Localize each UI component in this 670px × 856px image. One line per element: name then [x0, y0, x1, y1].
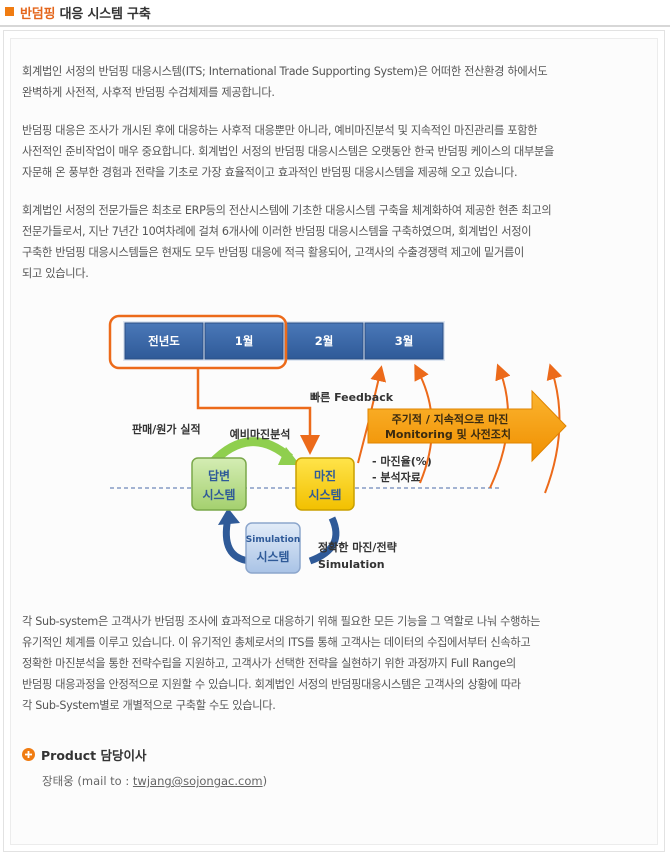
simulation-loop-right: [308, 516, 340, 565]
sales-cost-label: 판매/원가 실적: [132, 422, 201, 436]
contact-line: 장태웅 (mail to : twjang@sojongac.com): [42, 773, 267, 789]
paragraph-line: 각 Sub-System별로 개별적으로 구축할 수도 있습니다.: [22, 699, 276, 712]
margin-rate-label: - 마진율(%): [372, 454, 432, 468]
prelim-arrowhead: [278, 447, 300, 465]
simulation-loop-arrowhead: [218, 508, 240, 525]
feedback-label: 빠른 Feedback: [310, 390, 394, 404]
experts-paragraph: 회계법인 서정의 전문가들은 최초로 ERP등의 전산시스템에 기초한 대응시스…: [22, 200, 642, 284]
paragraph-line: 자문해 온 풍부한 경험과 전략을 기초로 가장 효율적이고 효과적인 반덤핑 …: [22, 166, 518, 179]
content-panel: [3, 30, 665, 852]
intro-paragraph: 회계법인 서정의 반덤핑 대응시스템(ITS; International Tr…: [22, 61, 642, 103]
monitoring-arrow-text: Monitoring 및 사전조치: [385, 427, 511, 441]
paragraph-line: 구축한 반덤핑 대응시스템들은 현재도 모두 반덤핑 대응에 적극 활용되어, …: [22, 246, 524, 259]
timeline-label: 2월: [315, 334, 334, 348]
timeline-cell-jan: [204, 322, 284, 360]
page-title: 반덤핑 대응 시스템 구축: [20, 7, 151, 22]
timeline-cell-prev-year: [124, 322, 204, 360]
paragraph-line: 반덤핑 대응과정을 안정적으로 지원할 수 있습니다. 회계법인 서정의 반덤핑…: [22, 678, 521, 691]
paragraph-line: 되고 있습니다.: [22, 267, 89, 280]
header-divider: [0, 25, 670, 27]
prelim-arc-arrow: [208, 437, 293, 467]
timeline-label: 1월: [235, 334, 254, 348]
answer-system-label: 답변: [208, 468, 230, 483]
answer-system-label: 시스템: [202, 487, 235, 502]
exact-margin-label: 정확한 마진/전략: [318, 540, 397, 554]
paragraph-line: 완벽하게 사전적, 사후적 반덤핑 수검체제를 제공합니다.: [22, 86, 275, 99]
margin-system-box: [295, 457, 355, 511]
simulation-system-box: [245, 522, 301, 574]
paragraph-line: 각 Sub-system은 고객사가 반덤핑 조사에 효과적으로 대응하기 위해…: [22, 615, 541, 628]
paragraph-line: 회계법인 서정의 전문가들은 최초로 ERP등의 전산시스템에 기초한 대응시스…: [22, 204, 552, 217]
response-paragraph: 반덤핑 대응은 조사가 개시된 후에 대응하는 사후적 대응뿐만 아니라, 예비…: [22, 120, 642, 183]
contact-suffix: ): [262, 774, 268, 788]
paragraph-line: 유기적인 체계를 이루고 있습니다. 이 유기적인 총체로서의 ITS를 통해 …: [22, 636, 531, 649]
paragraph-line: 사전적인 준비작업이 매우 중요합니다. 회계법인 서정의 반덤핑 대응시스템은…: [22, 145, 554, 158]
plus-circle-icon: [22, 748, 35, 761]
prelim-label: 예비마진분석: [230, 427, 291, 441]
page-header: 반덤핑 대응 시스템 구축: [0, 0, 670, 27]
timeline-cell-mar: [364, 322, 444, 360]
subsystem-paragraph: 각 Sub-system은 고객사가 반덤핑 조사에 효과적으로 대응하기 위해…: [22, 611, 642, 716]
bullet-square-icon: [5, 7, 14, 16]
exact-simulation-label: Simulation: [318, 558, 385, 571]
paragraph-line: 반덤핑 대응은 조사가 개시된 후에 대응하는 사후적 대응뿐만 아니라, 예비…: [22, 124, 538, 137]
monitoring-arrow-text: 주기적 / 지속적으로 마진: [392, 412, 509, 426]
simulation-system-label: Simulation: [246, 535, 301, 545]
timeline-cell-feb: [284, 322, 364, 360]
simulation-system-label: 시스템: [256, 549, 289, 564]
paragraph-line: 전문가들로서, 지난 7년간 10여차례에 걸쳐 6개사에 이러한 반덤핑 대응…: [22, 225, 532, 238]
timeline-label: 전년도: [148, 334, 180, 348]
margin-system-label: 시스템: [308, 487, 341, 502]
contact-name: 장태웅 (mail to :: [42, 774, 133, 788]
monitoring-arrow: [367, 389, 567, 463]
margin-system-label: 마진: [314, 468, 336, 483]
answer-system-box: [191, 457, 247, 511]
timeline: 전년도 1월 2월 3월: [108, 314, 445, 370]
paragraph-line: 정확한 마진분석을 통한 전략수립을 지원하고, 고객사가 선택한 전략을 실현…: [22, 657, 516, 670]
contact-title: Product 담당이사: [41, 748, 147, 763]
its-diagram: 전년도 1월 2월 3월 판매/원가 실적 예비마진분석 답변 시스템 마진 시…: [108, 314, 567, 574]
contact-email-link[interactable]: twjang@sojongac.com: [132, 774, 263, 788]
data-flow-arrow: [196, 368, 320, 455]
analysis-label: - 분석자료: [372, 470, 421, 484]
paragraph-line: 회계법인 서정의 반덤핑 대응시스템(ITS; International Tr…: [22, 65, 548, 78]
timeline-label: 3월: [395, 334, 414, 348]
